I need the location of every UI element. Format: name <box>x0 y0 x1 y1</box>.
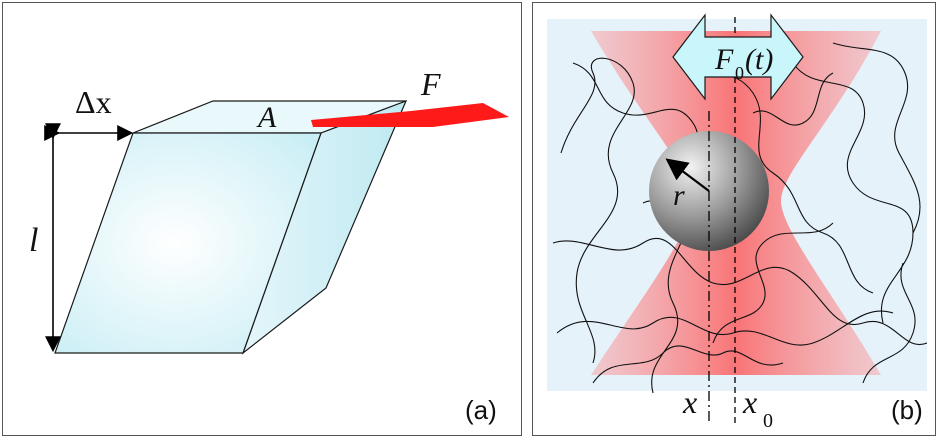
force-label: F <box>420 66 441 102</box>
panel-a-shear-diagram: Δx A F l (a) <box>2 2 522 436</box>
optical-trap-svg: F 0 (t) r x x 0 (b) <box>547 13 928 432</box>
force-arrow <box>311 103 509 127</box>
force-label-main: F <box>714 43 734 76</box>
force-label-time: (t) <box>745 43 773 76</box>
shear-block-svg: Δx A F l (a) <box>29 66 509 425</box>
panel-a-tag: (a) <box>465 395 497 425</box>
rest-position-subscript: 0 <box>763 410 773 432</box>
force-label-subscript: 0 <box>735 63 744 83</box>
panel-b-tag: (b) <box>891 395 923 425</box>
delta-x-label: Δx <box>75 84 112 120</box>
rest-position-label: x <box>742 384 757 420</box>
area-label: A <box>256 101 277 134</box>
position-label: x <box>682 384 697 420</box>
oscillating-force-arrow <box>672 13 804 101</box>
radius-arrow <box>665 158 710 192</box>
panel-b-optical-trap-diagram: F 0 (t) r x x 0 (b) <box>532 2 936 436</box>
length-label: l <box>29 222 38 259</box>
radius-label: r <box>673 179 685 212</box>
block-front-face <box>54 132 322 354</box>
